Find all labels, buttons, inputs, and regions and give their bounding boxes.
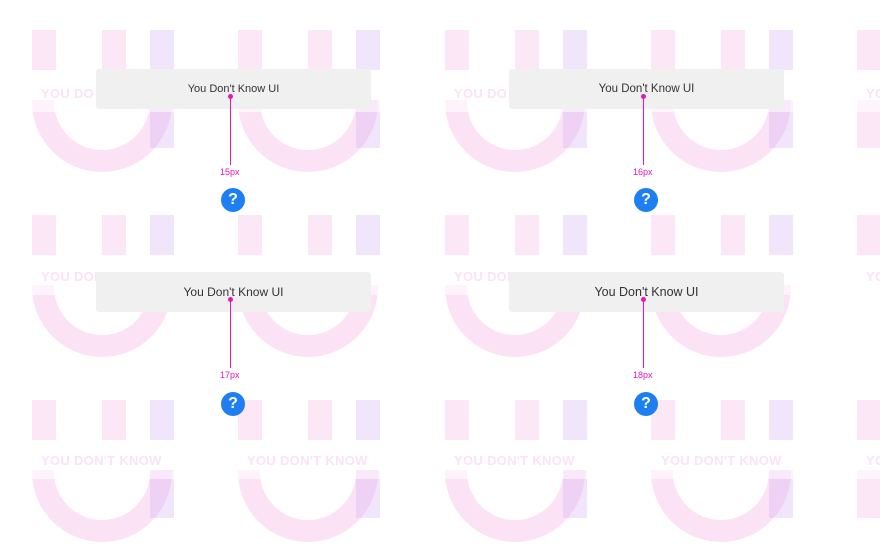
- help-button[interactable]: ?: [221, 392, 245, 416]
- watermark-shape: [102, 30, 126, 70]
- tooltip-text: You Don't Know UI: [183, 285, 284, 299]
- watermark-shape: [651, 470, 791, 542]
- watermark-shape: [857, 100, 880, 148]
- watermark-shape: [308, 30, 332, 70]
- measure-dot: [228, 297, 233, 302]
- tooltip-text: You Don't Know UI: [594, 285, 699, 299]
- watermark-shape: [769, 30, 793, 70]
- measure-label: 15px: [220, 167, 240, 177]
- watermark-text: YO: [866, 269, 880, 284]
- watermark-text: YOU DON: [41, 269, 104, 284]
- question-icon: ?: [228, 395, 238, 412]
- measure-dot: [228, 94, 233, 99]
- watermark-text: YOU DO: [454, 86, 508, 101]
- help-button[interactable]: ?: [634, 188, 658, 212]
- measure-label: 17px: [220, 370, 240, 380]
- watermark-shape: [445, 215, 469, 255]
- measure-line: [230, 299, 231, 368]
- watermark-shape: [445, 470, 585, 542]
- watermark-shape: [356, 470, 380, 518]
- tooltip-text: You Don't Know UI: [187, 83, 280, 95]
- watermark-shape: [238, 30, 262, 70]
- watermark-shape: [238, 470, 378, 542]
- measure-line: [230, 96, 231, 165]
- watermark-shape: [32, 400, 56, 440]
- watermark-text: YO: [866, 86, 880, 101]
- font-size-demo-17px: You Don't Know UI 17px ?: [96, 272, 376, 472]
- font-size-demo-16px: You Don't Know UI 16px ?: [509, 69, 789, 269]
- watermark-shape: [445, 400, 469, 440]
- watermark-text: YO: [866, 453, 880, 468]
- font-size-demo-15px: You Don't Know UI 15px ?: [96, 69, 376, 269]
- watermark-shape: [445, 30, 469, 70]
- watermark-shape: [32, 470, 172, 542]
- question-icon: ?: [641, 395, 651, 412]
- watermark-text: YOU DO: [41, 86, 95, 101]
- measure-line: [643, 96, 644, 165]
- measure-line: [643, 299, 644, 368]
- measure-dot: [641, 94, 646, 99]
- tooltip-text: You Don't Know UI: [598, 83, 695, 95]
- watermark-shape: [32, 30, 56, 70]
- watermark-shape: [563, 30, 587, 70]
- watermark-text: YOU DON: [454, 269, 517, 284]
- watermark-shape: [32, 215, 56, 255]
- tooltip-box: You Don't Know UI: [96, 272, 371, 312]
- font-size-demo-18px: You Don't Know UI 18px ?: [509, 272, 789, 472]
- watermark-shape: [857, 470, 880, 518]
- measure-label: 16px: [633, 167, 653, 177]
- watermark-shape: [563, 470, 587, 518]
- watermark-shape: [857, 400, 880, 440]
- measure-dot: [641, 297, 646, 302]
- tooltip-box: You Don't Know UI: [509, 272, 784, 312]
- measure-label: 18px: [633, 370, 653, 380]
- watermark-shape: [721, 30, 745, 70]
- help-button[interactable]: ?: [221, 188, 245, 212]
- watermark-shape: [356, 30, 380, 70]
- help-button[interactable]: ?: [634, 392, 658, 416]
- watermark-shape: [515, 30, 539, 70]
- watermark-shape: [150, 470, 174, 518]
- watermark-shape: [150, 30, 174, 70]
- question-icon: ?: [228, 191, 238, 208]
- tooltip-box: You Don't Know UI: [509, 69, 784, 109]
- watermark-shape: [857, 30, 880, 70]
- watermark-shape: [769, 470, 793, 518]
- tooltip-box: You Don't Know UI: [96, 69, 371, 109]
- watermark-shape: [857, 215, 880, 255]
- question-icon: ?: [641, 191, 651, 208]
- watermark-shape: [651, 30, 675, 70]
